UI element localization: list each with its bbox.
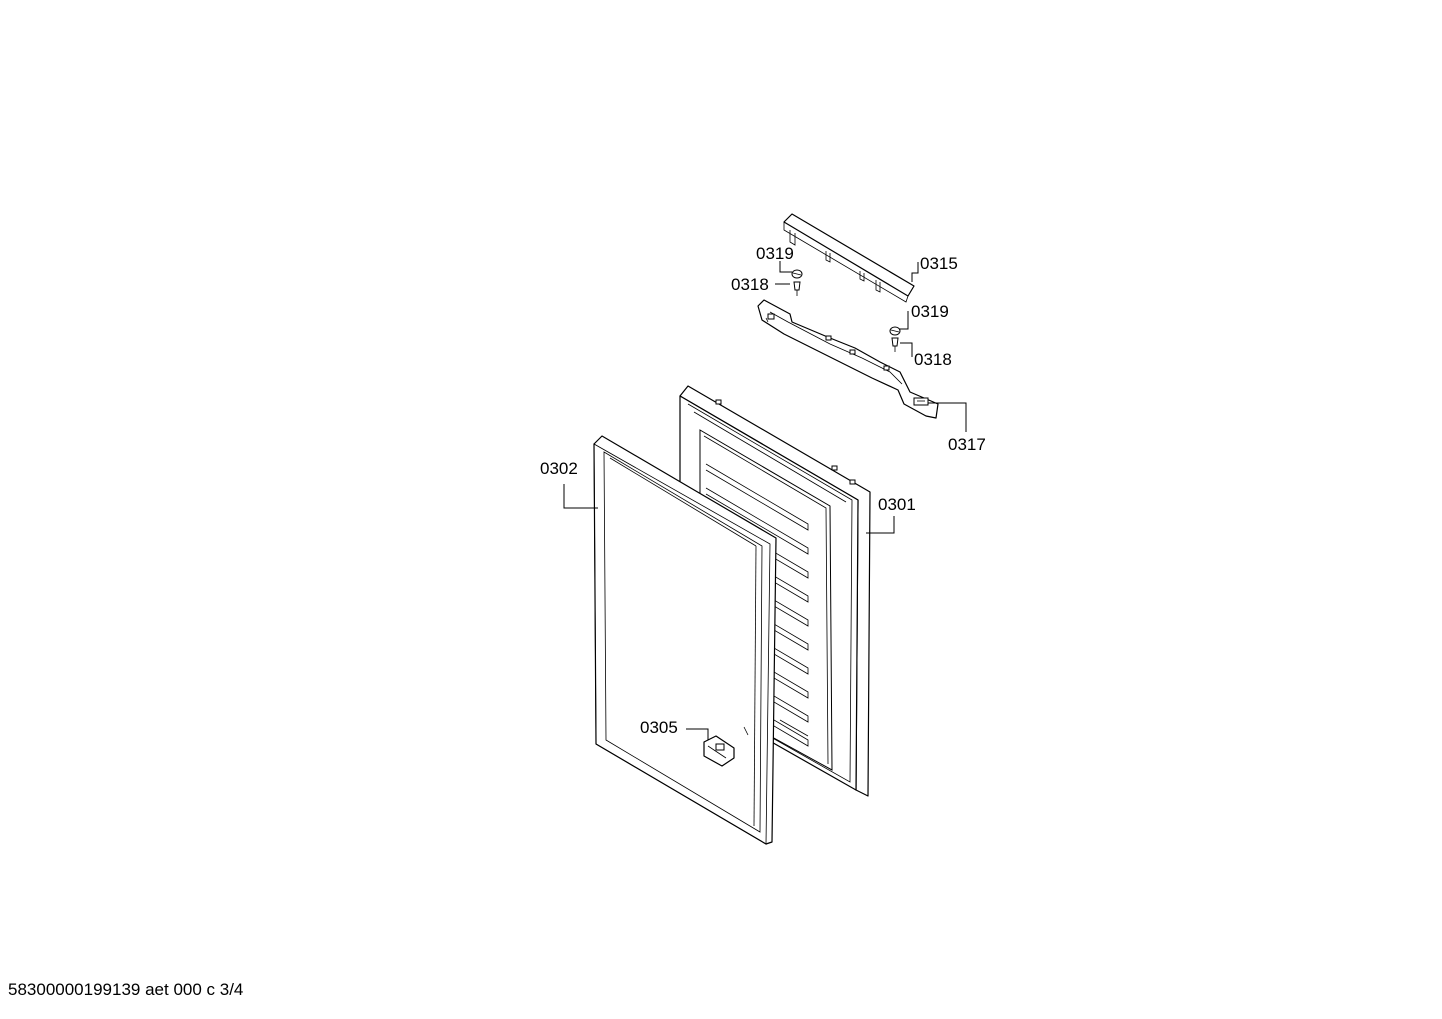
part-0319-screw-top[interactable]	[791, 269, 803, 279]
label-0317[interactable]: 0317	[948, 435, 986, 454]
label-0301[interactable]: 0301	[878, 495, 916, 514]
label-0318-right[interactable]: 0318	[914, 350, 952, 369]
leader-lines	[563, 261, 967, 740]
part-0317-hinge-bracket[interactable]	[757, 299, 939, 419]
label-0315[interactable]: 0315	[920, 254, 958, 273]
label-0319-right[interactable]: 0319	[911, 302, 949, 321]
part-0315-cover-strip[interactable]	[783, 213, 915, 303]
part-0318-washer-right[interactable]	[891, 337, 899, 352]
label-0318-top[interactable]: 0318	[731, 275, 769, 294]
label-0302[interactable]: 0302	[540, 459, 578, 478]
label-0305[interactable]: 0305	[640, 718, 678, 737]
part-0302-door-gasket[interactable]	[593, 435, 777, 845]
part-0319-screw-right[interactable]	[889, 326, 901, 336]
part-0318-washer-top[interactable]	[793, 281, 801, 296]
part-labels: 0319 0318 0315 0319 0318 0317 0302 0301 …	[540, 244, 986, 737]
drawing-reference-code: 58300000199139 aet 000 c 3/4	[8, 980, 244, 999]
label-0319-top[interactable]: 0319	[756, 244, 794, 263]
part-0305-handle-clip[interactable]	[703, 726, 749, 767]
